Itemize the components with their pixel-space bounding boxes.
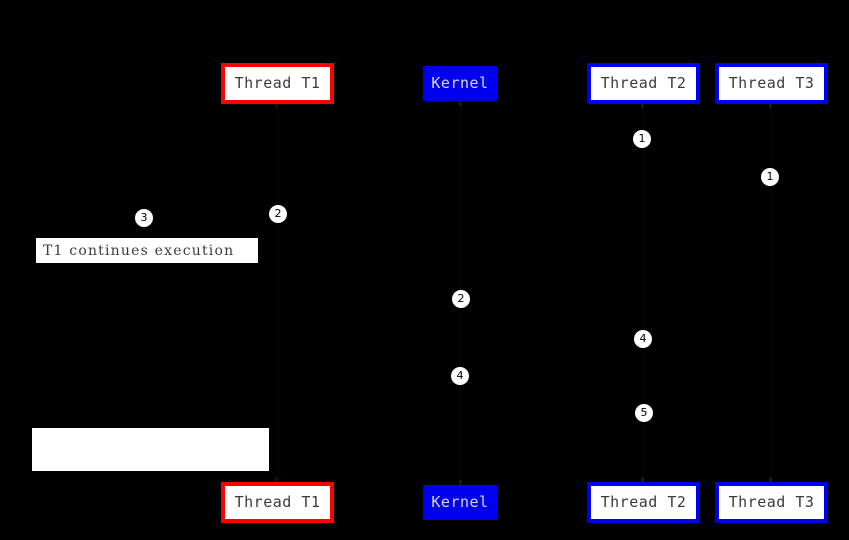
lifeline-stub-bottom-thread-t2 — [641, 477, 644, 482]
participant-thread-t2-top[interactable]: Thread T2 — [587, 63, 700, 104]
note-t1-continues-execution: T1 continues execution — [36, 238, 258, 263]
step-marker-4-thread-t2: 4 — [634, 330, 652, 348]
step-marker-1-thread-t2: 1 — [633, 130, 651, 148]
step-marker-1-thread-t3: 1 — [761, 168, 779, 186]
step-marker-5-thread-t2: 5 — [635, 404, 653, 422]
participant-thread-t1-top[interactable]: Thread T1 — [221, 63, 334, 104]
blank-activation-panel — [32, 428, 269, 471]
step-marker-3-thread-t1: 3 — [135, 209, 153, 227]
lifeline-stub-thread-t2 — [641, 103, 644, 108]
participant-label: Thread T3 — [728, 493, 815, 511]
participant-label: Kernel — [431, 74, 489, 92]
lifeline-thread-t2 — [643, 104, 644, 482]
participant-thread-t1-bottom[interactable]: Thread T1 — [221, 482, 334, 523]
lifeline-stub-bottom-thread-t3 — [769, 477, 772, 482]
participant-kernel-bottom[interactable]: Kernel — [423, 485, 497, 520]
lifeline-thread-t1 — [277, 104, 278, 482]
lifeline-stub-thread-t1 — [275, 103, 278, 108]
participant-label: Kernel — [431, 493, 489, 511]
participant-label: Thread T1 — [234, 493, 321, 511]
lifeline-thread-t3 — [771, 104, 772, 482]
lifeline-stub-thread-t3 — [769, 103, 772, 108]
participant-label: Thread T2 — [600, 74, 687, 92]
note-text: T1 continues execution — [43, 242, 235, 259]
participant-thread-t3-bottom[interactable]: Thread T3 — [715, 482, 828, 523]
lifeline-stub-bottom-kernel — [459, 480, 462, 485]
participant-label: Thread T3 — [728, 74, 815, 92]
participant-thread-t3-top[interactable]: Thread T3 — [715, 63, 828, 104]
lifeline-stub-bottom-thread-t1 — [275, 477, 278, 482]
step-marker-4-kernel: 4 — [451, 367, 469, 385]
participant-thread-t2-bottom[interactable]: Thread T2 — [587, 482, 700, 523]
participant-label: Thread T1 — [234, 74, 321, 92]
participant-kernel-top[interactable]: Kernel — [423, 66, 497, 101]
step-marker-2-thread-t1: 2 — [269, 205, 287, 223]
participant-label: Thread T2 — [600, 493, 687, 511]
lifeline-stub-kernel — [459, 101, 462, 106]
step-marker-2-kernel: 2 — [452, 290, 470, 308]
